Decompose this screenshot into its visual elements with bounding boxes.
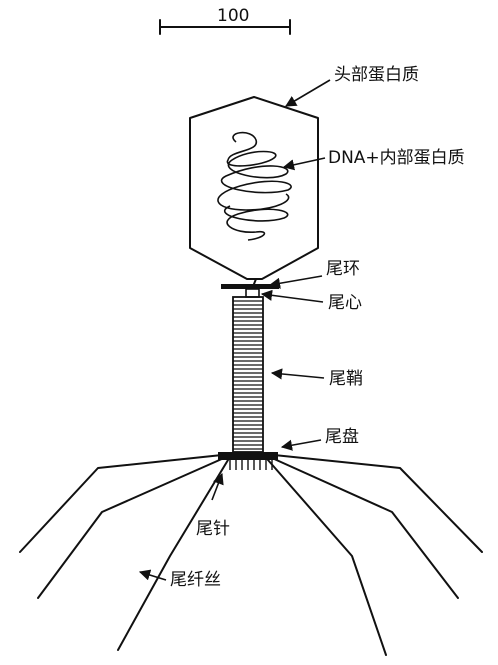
tail-pins-label: 尾针 — [196, 519, 230, 539]
neck — [253, 278, 257, 285]
dna-label: DNA+内部蛋白质 — [328, 148, 465, 168]
tail-fiber — [271, 457, 459, 599]
tail-pins-group — [229, 460, 273, 470]
scale-bar-label: 100 — [217, 6, 249, 26]
label-tail-fibers: 尾纤丝 — [138, 569, 221, 590]
tail-fibers-arrow — [138, 569, 167, 581]
label-head-protein: 头部蛋白质 — [285, 65, 419, 107]
tail-ring-label: 尾环 — [326, 259, 360, 279]
label-dna: DNA+内部蛋白质 — [282, 148, 465, 171]
tail-sheath-label: 尾鞘 — [329, 369, 363, 389]
tail-core — [245, 288, 260, 298]
label-base-plate: 尾盘 — [280, 427, 359, 451]
tail-fiber — [37, 457, 225, 599]
dna-coil — [217, 131, 292, 241]
head-protein-label: 头部蛋白质 — [334, 65, 419, 85]
head-protein-arrow — [285, 79, 331, 107]
dna-arrow — [282, 157, 326, 171]
tail-fiber — [117, 459, 229, 651]
tail-sheath-arrow — [270, 368, 325, 380]
tail-pins-arrow — [211, 472, 224, 501]
label-tail-sheath: 尾鞘 — [270, 368, 363, 389]
tail-ring — [221, 284, 279, 289]
tail-fibers — [19, 454, 483, 656]
tail-sheath — [232, 296, 264, 453]
tail-fiber — [19, 454, 223, 553]
tail-fibers-label: 尾纤丝 — [170, 570, 221, 590]
label-tail-pins: 尾针 — [196, 472, 230, 539]
base-plate-label: 尾盘 — [325, 427, 359, 447]
tail-core-label: 尾心 — [328, 293, 362, 313]
tail-fiber — [273, 454, 483, 553]
label-tail-core: 尾心 — [260, 289, 362, 313]
tail-fiber — [267, 459, 387, 656]
tail-ring-arrow — [268, 275, 323, 289]
base-plate-arrow — [280, 439, 322, 451]
label-tail-ring: 尾环 — [268, 259, 360, 289]
head-capsid — [189, 96, 319, 280]
base-plate — [218, 452, 278, 460]
tail-core-arrow — [260, 289, 324, 303]
scale-bar: 100 — [159, 6, 291, 35]
